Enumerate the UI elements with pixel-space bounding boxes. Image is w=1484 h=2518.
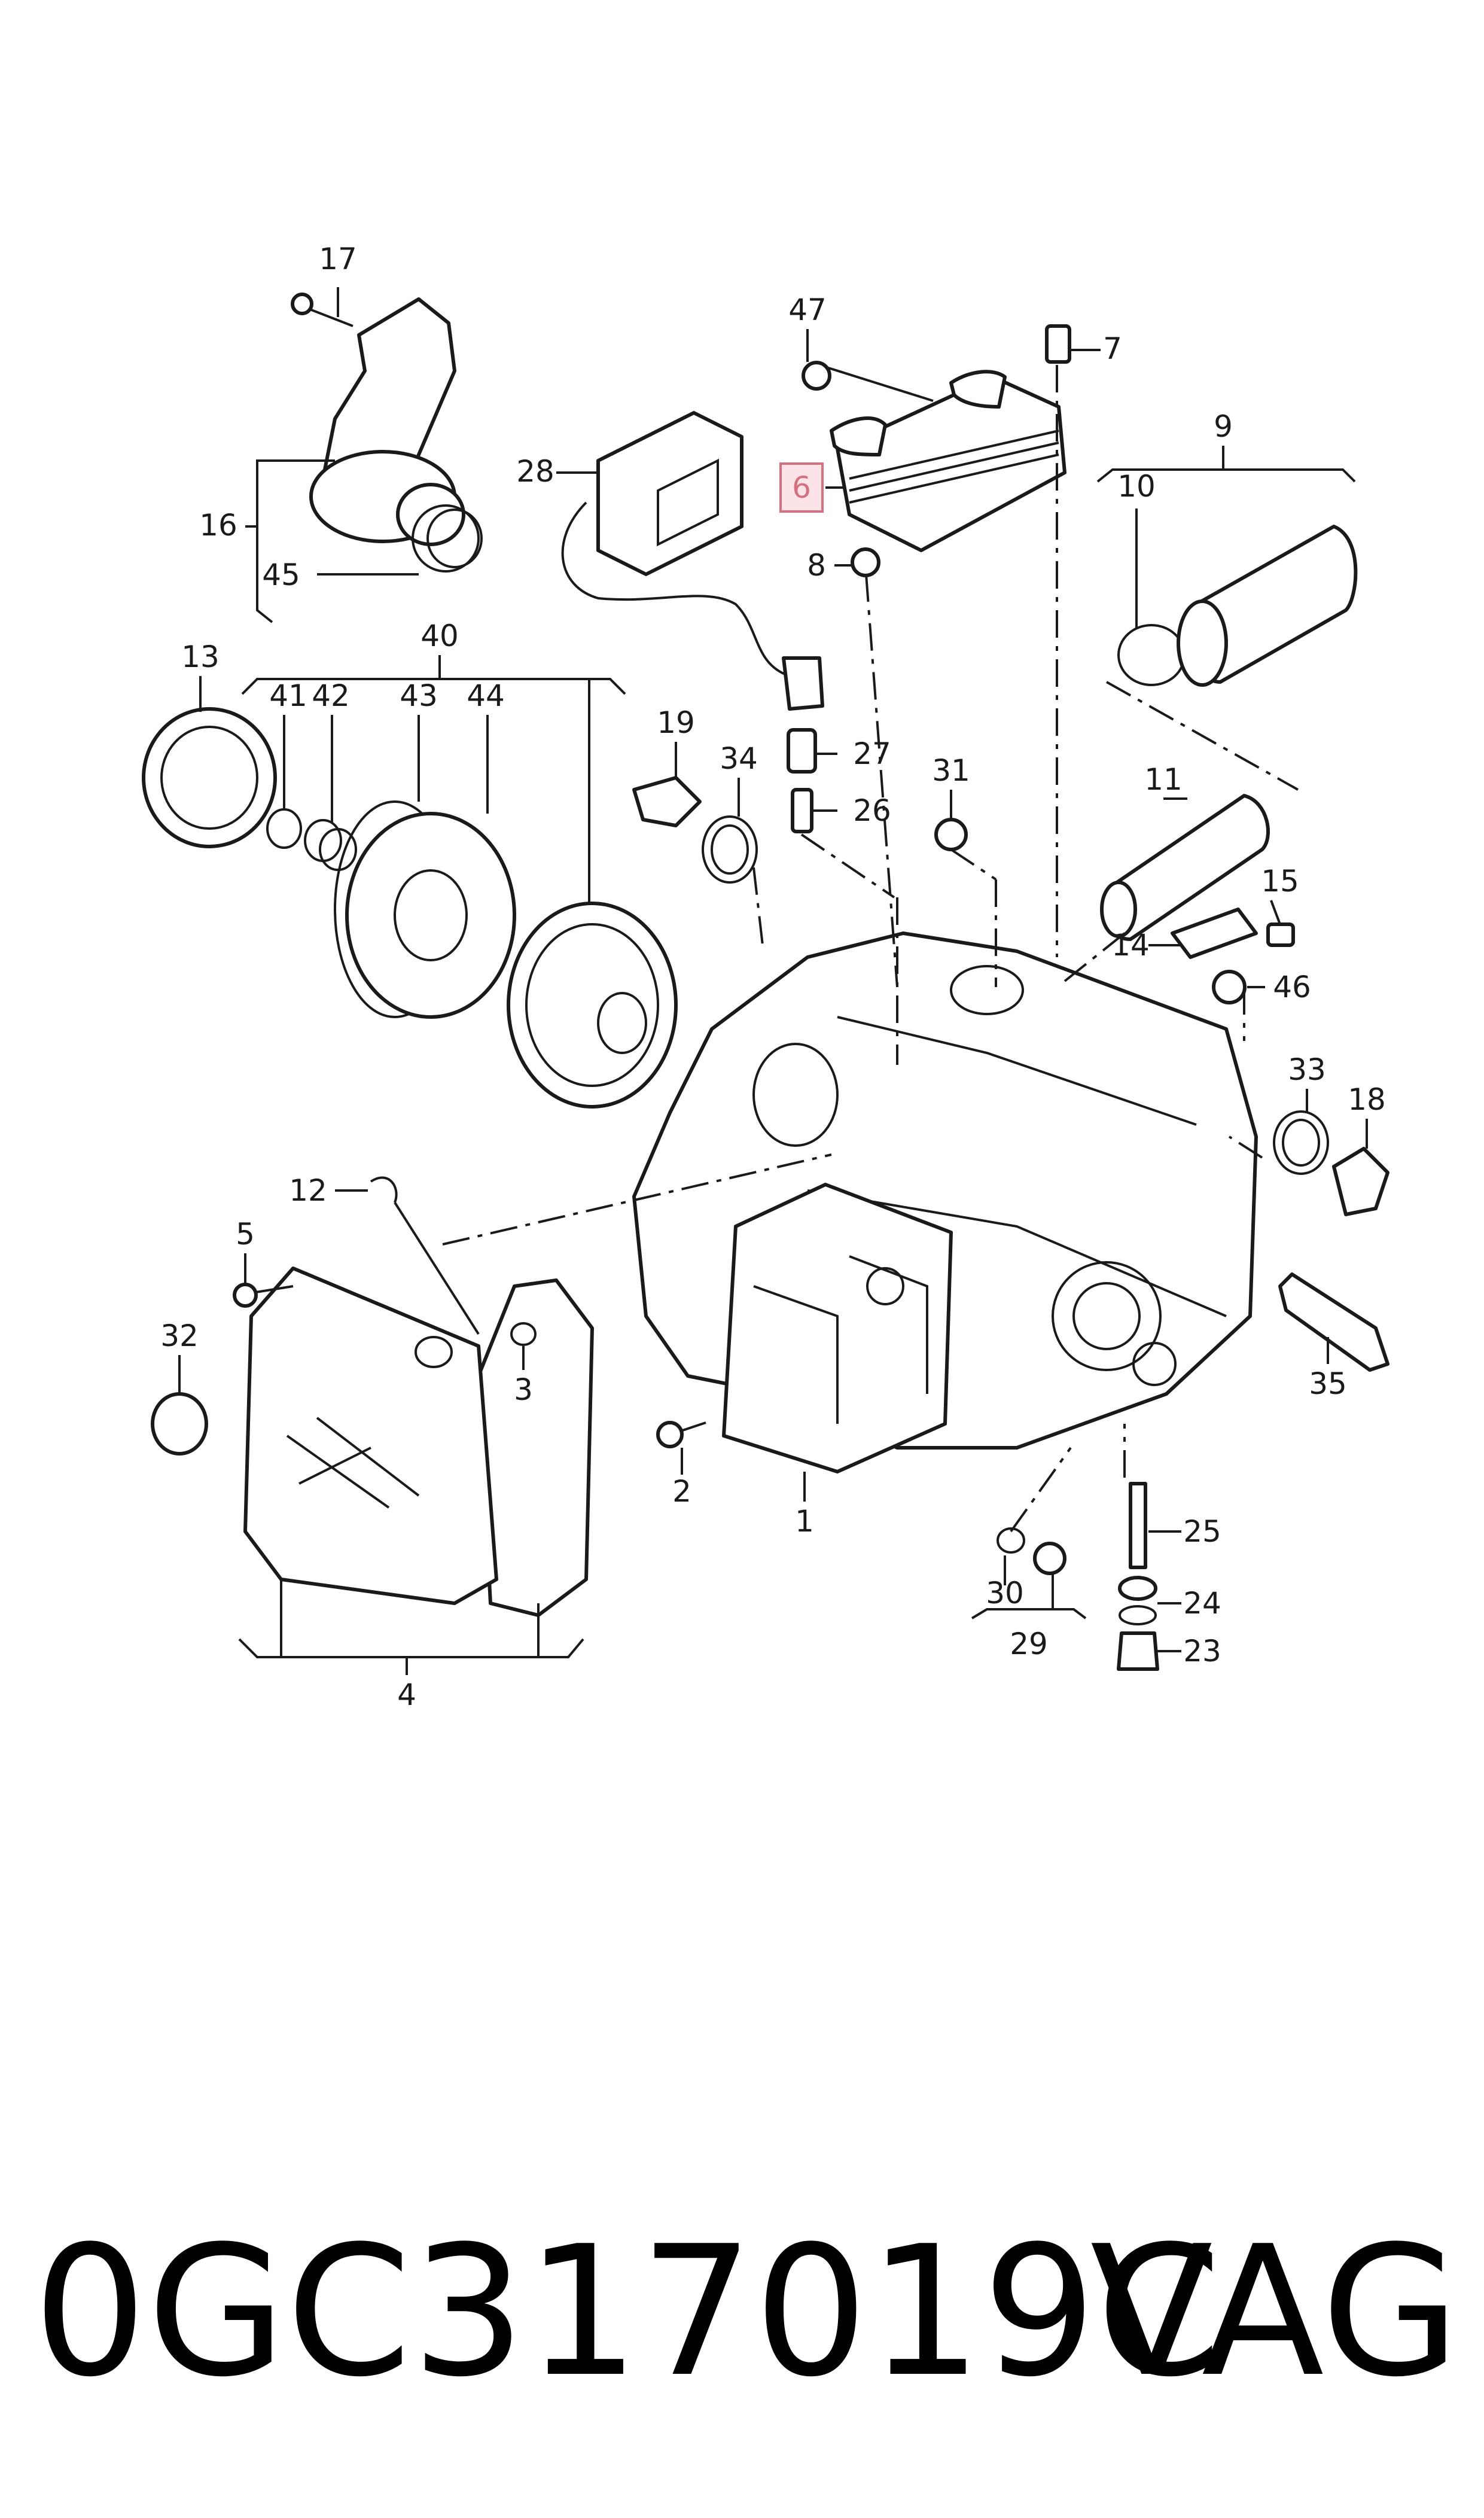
label-7: 7: [1103, 331, 1122, 366]
fitting-19: [632, 776, 758, 884]
control-unit-28: [561, 411, 824, 711]
label-16: 16: [199, 508, 237, 543]
label-10: 10: [1117, 469, 1156, 504]
plug-29: [997, 1527, 1066, 1575]
label-44: 44: [467, 678, 505, 713]
label-23: 23: [1183, 1634, 1221, 1668]
label-41: 41: [269, 678, 307, 713]
sensors-26-27: [787, 728, 817, 833]
clutch-assembly-40: [142, 707, 678, 1109]
label-19: 19: [657, 705, 695, 740]
label-24: 24: [1183, 1586, 1221, 1621]
leader-lines: [178, 287, 1368, 1675]
label-4: 4: [397, 1677, 416, 1712]
assembly-lines: [442, 365, 1299, 1533]
label-43: 43: [400, 678, 438, 713]
seal-cap-tube: [1273, 1110, 1389, 1372]
label-27: 27: [853, 736, 891, 771]
label-46: 46: [1273, 970, 1311, 1004]
label-42: 42: [312, 678, 350, 713]
label-9: 9: [1214, 409, 1233, 444]
label-3: 3: [514, 1372, 533, 1407]
label-47: 47: [788, 293, 827, 327]
label-25: 25: [1183, 1514, 1221, 1549]
label-15: 15: [1261, 864, 1299, 899]
valve-body-1: [722, 1183, 953, 1473]
label-13: 13: [181, 640, 220, 674]
label-11: 11: [1144, 762, 1183, 797]
oil-cooler-6: [802, 324, 1071, 577]
label-33: 33: [1288, 1052, 1326, 1087]
label-32: 32: [160, 1319, 199, 1353]
label-29: 29: [1010, 1627, 1048, 1661]
label-30: 30: [986, 1576, 1024, 1610]
highlight-box-6: [779, 462, 824, 513]
label-34: 34: [720, 741, 758, 776]
label-31: 31: [932, 753, 970, 788]
label-2: 2: [672, 1474, 691, 1509]
callout-labels: 17 16 45 28 47 7 6 8 9 10 11 15 14 46 31…: [160, 242, 1386, 1712]
label-28: 28: [516, 454, 554, 489]
label-18: 18: [1348, 1082, 1386, 1117]
label-26: 26: [853, 793, 891, 828]
footer: 0GC317019C VAG: [0, 2213, 1484, 2411]
bracket-assembly-16: [291, 293, 483, 573]
label-5: 5: [236, 1217, 255, 1252]
label-8: 8: [807, 548, 826, 583]
label-14: 14: [1111, 928, 1150, 963]
oil-pan-4: [151, 1176, 594, 1617]
label-6: 6: [792, 470, 811, 505]
label-17: 17: [319, 242, 357, 276]
brand-name: VAG: [1090, 2208, 1460, 2416]
drain-plug-23: [1117, 1482, 1159, 1671]
filter-housing-9: [1117, 525, 1358, 687]
filter-element-11: [1100, 794, 1295, 1004]
part-number: 0GC317019C: [33, 2208, 1222, 2416]
bolt-2: [656, 1421, 706, 1448]
bolt-31: [934, 818, 968, 851]
label-1: 1: [795, 1504, 814, 1539]
label-35: 35: [1309, 1366, 1347, 1401]
label-45: 45: [262, 558, 300, 592]
label-40: 40: [420, 619, 459, 653]
label-12: 12: [289, 1173, 327, 1208]
